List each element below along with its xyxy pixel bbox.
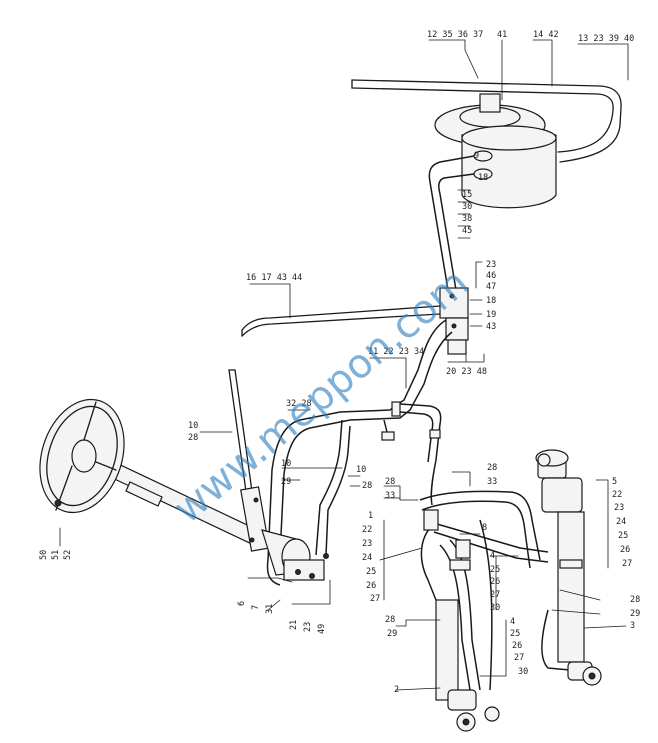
callout-1: 1 [368,511,373,521]
callout-10b: 10 [281,459,291,469]
watermark-text: www.meppon.com [165,260,478,533]
top-pipe [351,79,622,163]
callout-28b: 28 [362,481,372,491]
callout-6: 6 [237,601,247,606]
callout-22a: 22 [362,525,372,535]
cylinder-feed-lines [419,490,571,691]
callout-23c: 23 [614,503,624,513]
callout-38: 38 [462,214,472,224]
callout-4b: 4 [510,617,515,627]
callout-49: 49 [317,624,327,634]
callout-26d: 26 [512,641,522,651]
callout-25a: 25 [366,567,376,577]
callout-26c: 26 [620,545,630,555]
callout-28f: 28 [385,615,395,625]
steering-cylinder-right [535,449,602,686]
callout-43: 43 [486,322,496,332]
callout-12-35-36-37: 12 35 36 37 [427,30,483,40]
steering-cylinder-left [435,559,500,732]
callout-23d: 23 [303,622,313,632]
callout-19: 19 [486,310,496,320]
callout-5: 5 [612,477,617,487]
callout-28d: 28 [487,463,497,473]
callout-50: 50 [39,550,49,560]
callout-30c: 30 [518,667,528,677]
callout-30b: 30 [490,603,500,613]
callout-26b: 26 [490,577,500,587]
callout-51: 51 [51,550,61,560]
callout-23b: 23 [362,539,372,549]
callout-16-17-43-44: 16 17 43 44 [246,273,302,283]
callout-29b: 29 [630,609,640,619]
callout-46: 46 [486,271,496,281]
callout-29a: 29 [281,477,291,487]
callout-32-28: 32 28 [286,399,312,409]
callout-26a: 26 [366,581,376,591]
callout-8: 8 [482,523,487,533]
callout-14-42: 14 42 [533,30,559,40]
callout-13-23-39-40: 13 23 39 40 [578,34,634,44]
callout-27d: 27 [514,653,524,663]
callout-33b: 33 [487,477,497,487]
callout-18: 18 [478,173,488,183]
callout-28e: 28 [630,595,640,605]
callout-45: 45 [462,226,472,236]
callout-47: 47 [486,282,496,292]
callout-22b: 22 [612,490,622,500]
tank-return-pipes [428,155,475,291]
callout-7: 7 [251,605,261,610]
callout-52: 52 [63,550,73,560]
callout-27c: 27 [622,559,632,569]
tie-rod [241,305,441,337]
oil-tank [434,93,557,209]
callout-27b: 27 [490,590,500,600]
callout-4a: 4 [490,551,495,561]
callout-9: 9 [474,151,479,161]
callout-20-23-48: 20 23 48 [446,367,487,377]
callout-25b: 25 [490,565,500,575]
callout-24a: 24 [362,553,372,563]
callout-10c: 10 [356,465,366,475]
callout-31: 31 [265,604,275,614]
callout-28a: 28 [188,433,198,443]
callout-27a: 27 [370,594,380,604]
callout-25c: 25 [618,531,628,541]
callout-25d: 25 [510,629,520,639]
callout-28c: 28 [385,477,395,487]
callout-10a: 10 [188,421,198,431]
callout-11-22-23-34: 11 22 23 34 [368,347,424,357]
callout-41: 41 [497,30,507,40]
callout-3: 3 [630,621,635,631]
leader-lines [59,39,629,691]
callout-29c: 29 [387,629,397,639]
callout-21: 21 [289,620,299,630]
steering-wheel [39,398,125,514]
callout-24b: 24 [616,517,626,527]
callout-33a: 33 [385,491,395,501]
callout-15: 15 [462,190,472,200]
control-valve [439,287,469,355]
steering-column [103,459,329,581]
callout-30a: 30 [462,202,472,212]
main-hydraulic-lines [266,319,453,586]
callout-2: 2 [394,685,399,695]
callout-23a: 23 [486,260,496,270]
callout-18b: 18 [486,296,496,306]
